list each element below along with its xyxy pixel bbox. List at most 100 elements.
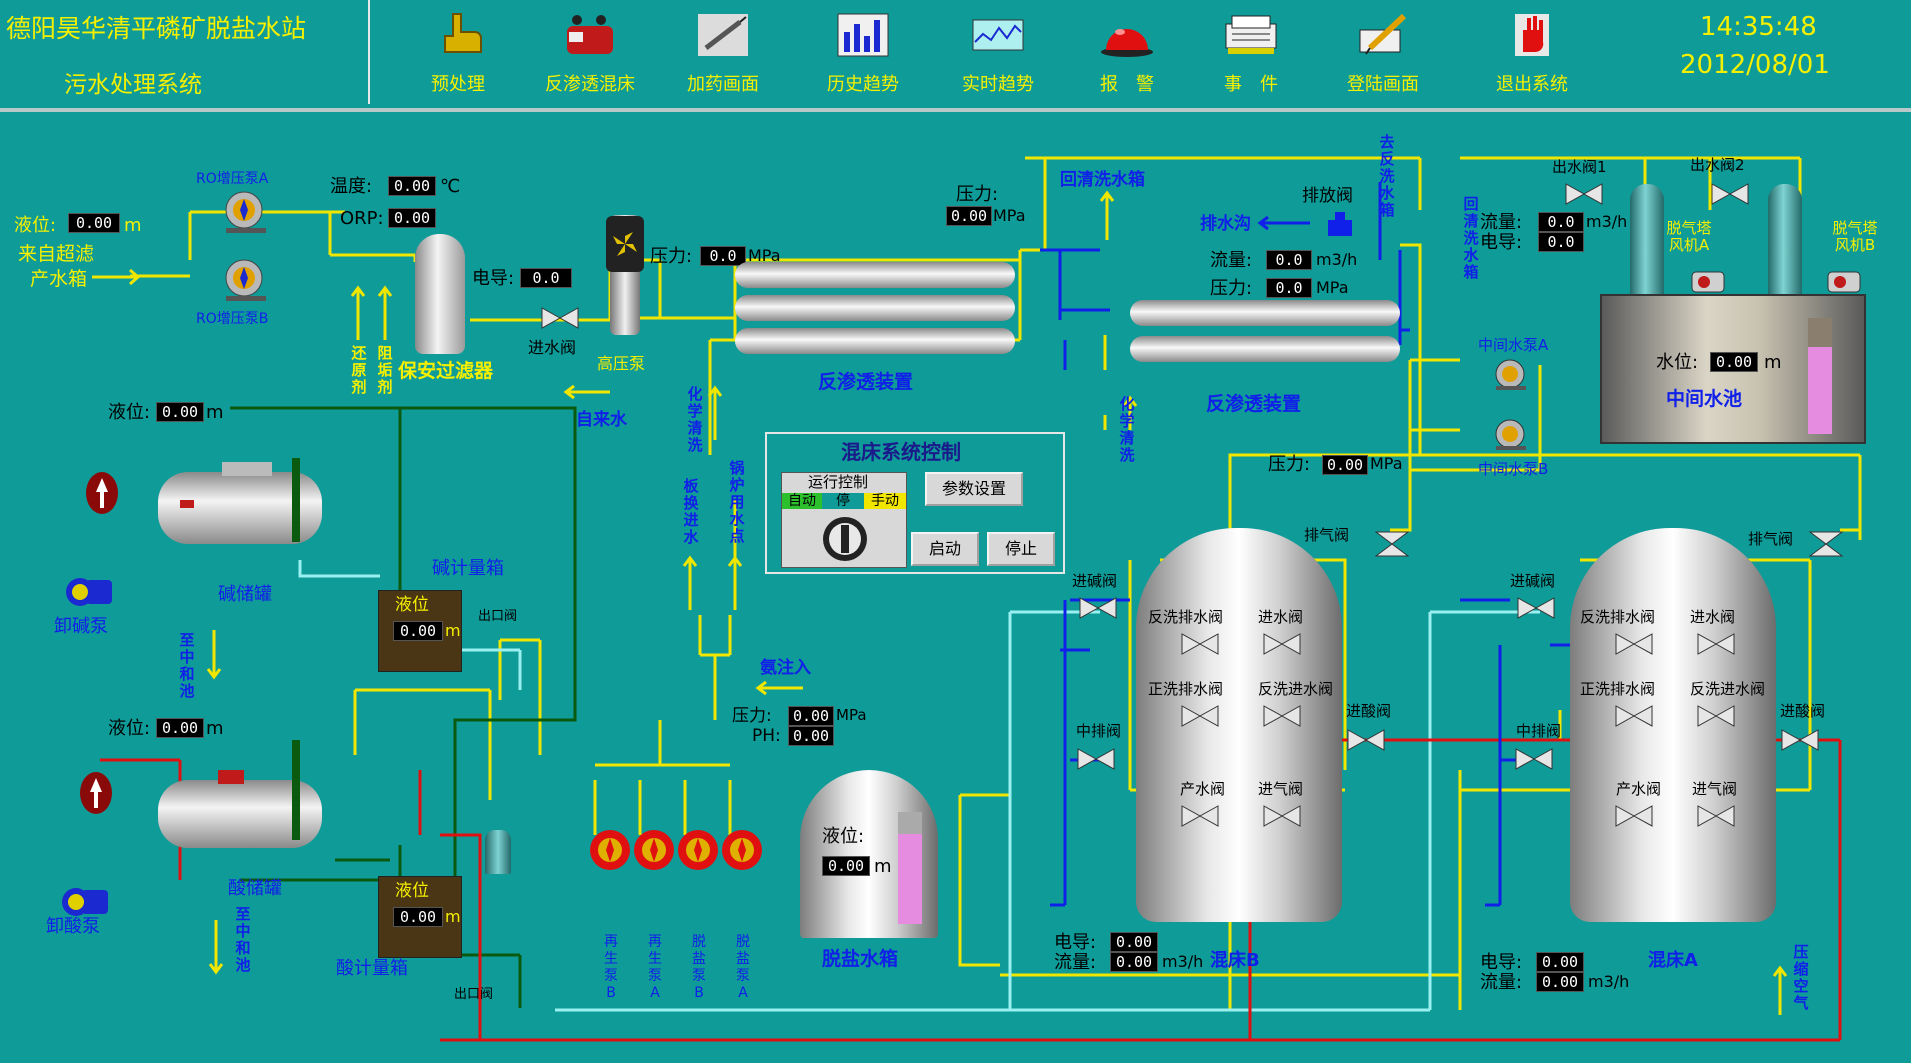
bedb-inlet-valve[interactable] xyxy=(1262,630,1302,658)
drain-valve-icon[interactable] xyxy=(1325,210,1355,240)
source-level-value: 0.00 xyxy=(68,213,120,233)
nav-realtime-trend[interactable]: 实时趋势 xyxy=(943,8,1053,95)
beda-backwash-inlet-valve[interactable] xyxy=(1696,702,1736,730)
ro-boost-pump-a-icon[interactable] xyxy=(220,190,276,234)
cond-label: 电导: xyxy=(472,268,515,289)
acid-level-unit: m xyxy=(206,718,224,739)
param-settings-button[interactable]: 参数设置 xyxy=(925,472,1023,506)
inlet-valve[interactable] xyxy=(540,304,580,332)
acid-meter-tank: 液位 0.00 m xyxy=(378,876,462,958)
beda-backwash-inlet-label: 反洗进水阀 xyxy=(1690,680,1766,698)
beda-backwash-drain-valve[interactable] xyxy=(1614,630,1654,658)
desalt-pump-a-icon[interactable] xyxy=(720,828,764,872)
nav-exit[interactable]: 退出系统 xyxy=(1477,8,1587,95)
bedb-flow-label: 流量: xyxy=(1054,952,1097,973)
beda-alkali-in-valve[interactable] xyxy=(1516,594,1556,622)
acid-pump-icon[interactable] xyxy=(60,884,112,920)
mid-pump-a-label: 中间水泵A xyxy=(1478,336,1549,354)
system-icon xyxy=(567,15,613,54)
bedb-backwash-drain-valve[interactable] xyxy=(1180,630,1220,658)
alkali-outlet-valve-label: 出口阀 xyxy=(478,609,518,624)
degasser-fan-b-label: 脱气塔风机B xyxy=(1832,219,1878,254)
mid-pressure-value: 0.00 xyxy=(1322,455,1368,475)
beda-air-in-valve[interactable] xyxy=(1696,802,1736,830)
acid-to-neutral-label: 至中和池 xyxy=(235,905,251,974)
mode-manual[interactable]: 手动 xyxy=(864,493,906,509)
acid-meter-level-label: 液位 xyxy=(395,881,429,901)
bedb-backwash-inlet-valve[interactable] xyxy=(1262,702,1302,730)
ro-boost-pump-b-icon[interactable] xyxy=(220,258,276,302)
mode-stop[interactable]: 停 xyxy=(822,493,864,509)
compressed-air-label: 压缩空气 xyxy=(1793,943,1809,1012)
acid-meter-label: 酸计量箱 xyxy=(336,958,408,979)
intermediate-pool-label: 中间水池 xyxy=(1666,388,1743,410)
bedb-air-in-valve[interactable] xyxy=(1262,802,1302,830)
regen-pump-a-label: 再生泵A xyxy=(648,934,662,1001)
safety-filter-vessel xyxy=(415,234,465,354)
nav-history-trend[interactable]: 历史趋势 xyxy=(808,8,918,95)
outlet-valve-1-label: 出水阀1 xyxy=(1552,158,1607,176)
ro2-pressure-value: 0.0 xyxy=(1266,278,1312,298)
beda-rinse-drain-valve[interactable] xyxy=(1614,702,1654,730)
mid-pump-b-icon[interactable] xyxy=(1492,418,1532,452)
ro2-pressure-unit: MPa xyxy=(1316,278,1349,297)
desalt-pressure-value: 0.00 xyxy=(788,706,834,726)
bedb-vent-valve[interactable] xyxy=(1372,530,1412,558)
beda-product-valve[interactable] xyxy=(1614,802,1654,830)
ro1-pressure-label: 压力: xyxy=(956,184,999,205)
pool-level-track xyxy=(1808,318,1832,434)
source-label-2: 产水箱 xyxy=(30,268,88,290)
mixed-bed-b-label: 混床B xyxy=(1210,950,1260,971)
outlet-valve-2[interactable] xyxy=(1710,180,1750,208)
high-pressure-pump-icon[interactable] xyxy=(604,214,646,274)
mid-pump-a-icon[interactable] xyxy=(1492,358,1532,392)
desalt-level-unit: m xyxy=(874,856,892,877)
high-pressure-pump-label: 高压泵 xyxy=(597,354,646,373)
mode-selector-knob[interactable] xyxy=(820,515,870,563)
ro2-flow-value: 0.0 xyxy=(1266,250,1312,270)
nav-events[interactable]: 事 件 xyxy=(1196,8,1306,95)
stop-button[interactable]: 停止 xyxy=(987,532,1055,566)
bedb-acid-in-valve[interactable] xyxy=(1346,726,1386,754)
acid-tank-pipe xyxy=(292,740,300,840)
fan-a-icon[interactable] xyxy=(1690,266,1726,294)
regen-pump-a-icon[interactable] xyxy=(632,828,676,872)
nav-pretreatment[interactable]: 预处理 xyxy=(403,8,513,95)
nav-alarm[interactable]: 报 警 xyxy=(1072,8,1182,95)
beda-middle-drain-valve[interactable] xyxy=(1514,745,1554,773)
nav-dosing[interactable]: 加药画面 xyxy=(668,8,778,95)
fan-b-icon[interactable] xyxy=(1826,266,1862,294)
desalt-pump-b-icon[interactable] xyxy=(676,828,720,872)
temp-unit: ℃ xyxy=(440,176,461,197)
mixed-bed-b-vessel xyxy=(1136,528,1342,922)
bedb-alkali-in-valve[interactable] xyxy=(1078,594,1118,622)
desalt-pressure-label: 压力: xyxy=(732,706,772,726)
nav-label: 报 警 xyxy=(1100,74,1154,95)
hp-pressure-value: 0.0 xyxy=(700,246,746,266)
control-panel-title: 混床系统控制 xyxy=(841,440,961,464)
beda-inlet-valve[interactable] xyxy=(1696,630,1736,658)
beda-vent-valve[interactable] xyxy=(1806,530,1846,558)
mixed-bed-a-label: 混床A xyxy=(1648,950,1698,971)
regen-pump-b-icon[interactable] xyxy=(588,828,632,872)
acid-outlet-valve-label: 出口阀 xyxy=(454,987,494,1002)
nav-login[interactable]: 登陆画面 xyxy=(1328,8,1438,95)
beda-acid-in-valve[interactable] xyxy=(1780,726,1820,754)
nav-ro-mixed-bed[interactable]: 反渗透混床 xyxy=(535,8,645,95)
beda-backwash-drain-label: 反洗排水阀 xyxy=(1580,608,1656,626)
start-button[interactable]: 启动 xyxy=(911,532,979,566)
alkali-level-label: 液位: xyxy=(108,402,151,423)
bedb-middle-drain-valve[interactable] xyxy=(1076,745,1116,773)
bedb-rinse-drain-valve[interactable] xyxy=(1180,702,1220,730)
orp-label: ORP: xyxy=(340,208,384,229)
outlet-valve-1[interactable] xyxy=(1564,180,1604,208)
source-level-label: 液位: xyxy=(14,215,57,236)
mode-auto[interactable]: 自动 xyxy=(782,493,822,509)
bedb-middle-drain-label: 中排阀 xyxy=(1076,722,1122,740)
outlet-valve-2-label: 出水阀2 xyxy=(1690,156,1745,174)
orp-value: 0.00 xyxy=(388,208,436,228)
alkali-pump-icon[interactable] xyxy=(64,574,116,610)
bedb-product-valve[interactable] xyxy=(1180,802,1220,830)
beda-cond-value: 0.00 xyxy=(1536,952,1584,972)
beda-acid-in-label: 进酸阀 xyxy=(1780,702,1826,720)
